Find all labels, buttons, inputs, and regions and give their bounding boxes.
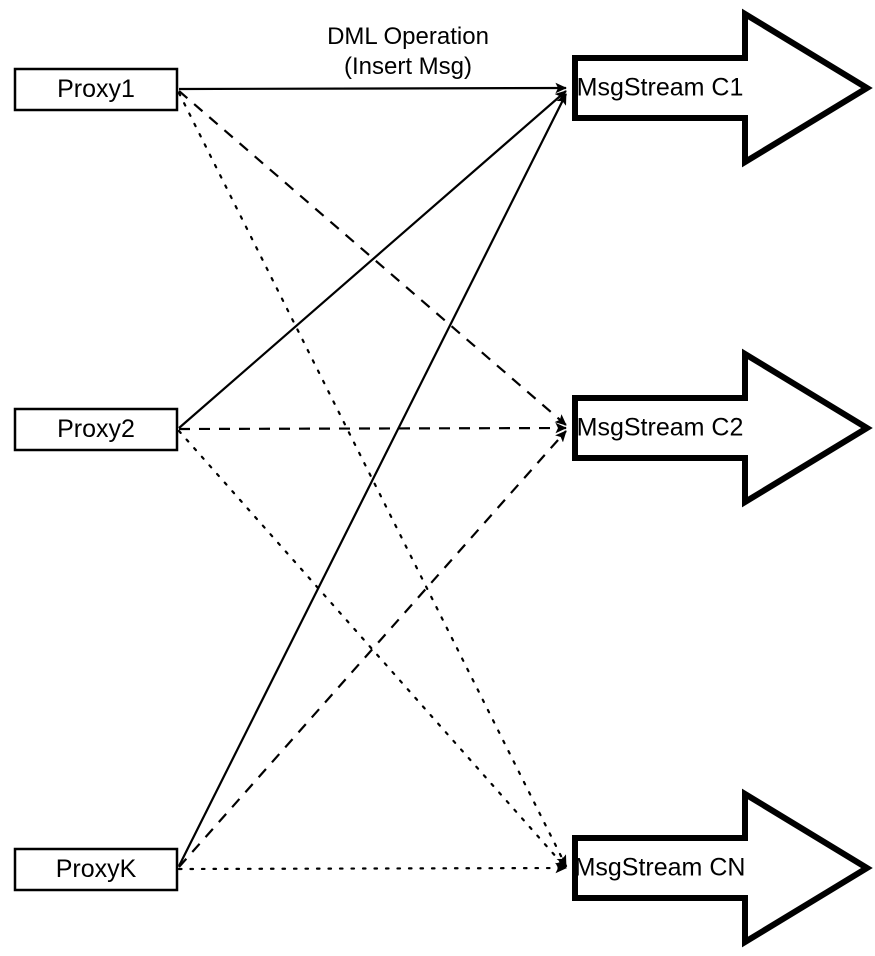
streams-layer: MsgStream C1 MsgStream C2 MsgStream CN: [572, 8, 873, 948]
dml-operation-annotation-line1: DML Operation: [327, 23, 489, 50]
proxy-label: Proxy1: [57, 75, 135, 103]
proxies-layer: Proxy1 Proxy2 ProxyK: [13, 67, 179, 892]
annotations-layer: DML Operation (Insert Msg): [327, 23, 489, 80]
edge-proxy2-to-stream-c2: [178, 422, 567, 434]
block-arrow-shape: [572, 8, 873, 168]
edge-proxy2-to-stream-c1: [178, 90, 567, 429]
edge-proxyk-to-stream-c2: [178, 430, 567, 868]
proxy-label: Proxy2: [57, 415, 135, 443]
proxy-box: [13, 67, 179, 112]
dml-operation-annotation-line2: (Insert Msg): [344, 53, 472, 80]
edge-proxy1-to-stream-c2: [178, 90, 567, 426]
stream-label: MsgStream CN: [575, 854, 746, 882]
proxy-label: ProxyK: [56, 855, 137, 883]
proxy-node-proxyk[interactable]: ProxyK: [13, 847, 179, 892]
stream-label: MsgStream C2: [577, 414, 744, 442]
edge-proxy1-to-stream-c1: [178, 82, 567, 94]
edge-proxy2-to-stream-cn: [177, 429, 568, 870]
block-arrow-shape: [572, 348, 873, 508]
proxy-node-proxy1[interactable]: Proxy1: [13, 67, 179, 112]
stream-label: MsgStream C1: [577, 74, 744, 102]
block-arrow-shape: [572, 788, 873, 948]
stream-node-c1[interactable]: MsgStream C1: [572, 8, 873, 168]
stream-node-c2[interactable]: MsgStream C2: [572, 348, 873, 508]
proxy-box: [13, 847, 179, 892]
stream-node-cn[interactable]: MsgStream CN: [572, 788, 873, 948]
edges-layer: [177, 82, 568, 874]
proxy-node-proxy2[interactable]: Proxy2: [13, 407, 179, 452]
edge-proxyk-to-stream-c1: [178, 93, 567, 867]
edge-proxyk-to-stream-cn: [177, 862, 568, 874]
proxy-box: [13, 407, 179, 452]
